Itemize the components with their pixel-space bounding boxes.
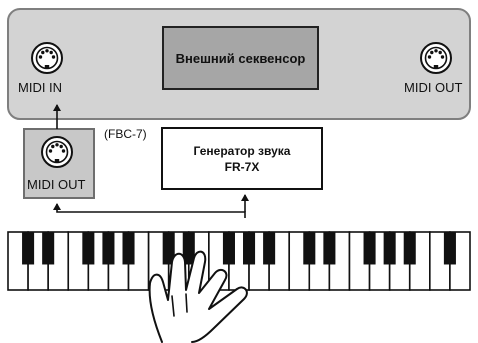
midi-in-label: MIDI IN [18,80,62,95]
sound-generator-label: Генератор звука FR-7X [162,128,322,189]
black-key [42,232,54,264]
black-key [223,232,235,264]
black-key [263,232,275,264]
black-key [82,232,94,264]
keyboard-to-adapter-arrow [57,204,245,218]
sound-generator-name: Генератор звука [194,143,291,159]
adapter-midi-out-connector-icon [42,137,72,167]
black-key [404,232,416,264]
black-key [323,232,335,264]
keyboard-icon [8,232,470,290]
sound-generator-model: FR-7X [225,159,260,175]
midi-in-connector-icon [32,43,62,73]
black-key [364,232,376,264]
external-sequencer-title: Внешний секвенсор [163,27,318,89]
midi-out-label: MIDI OUT [404,80,463,95]
black-key [444,232,456,264]
black-key [243,232,255,264]
midi-out-connector-icon [421,43,451,73]
black-key [303,232,315,264]
adapter-midi-out-label: MIDI OUT [27,177,86,192]
black-key [102,232,114,264]
black-key [22,232,34,264]
black-key [384,232,396,264]
black-key [122,232,134,264]
adapter-model-note: (FBC-7) [104,127,147,141]
